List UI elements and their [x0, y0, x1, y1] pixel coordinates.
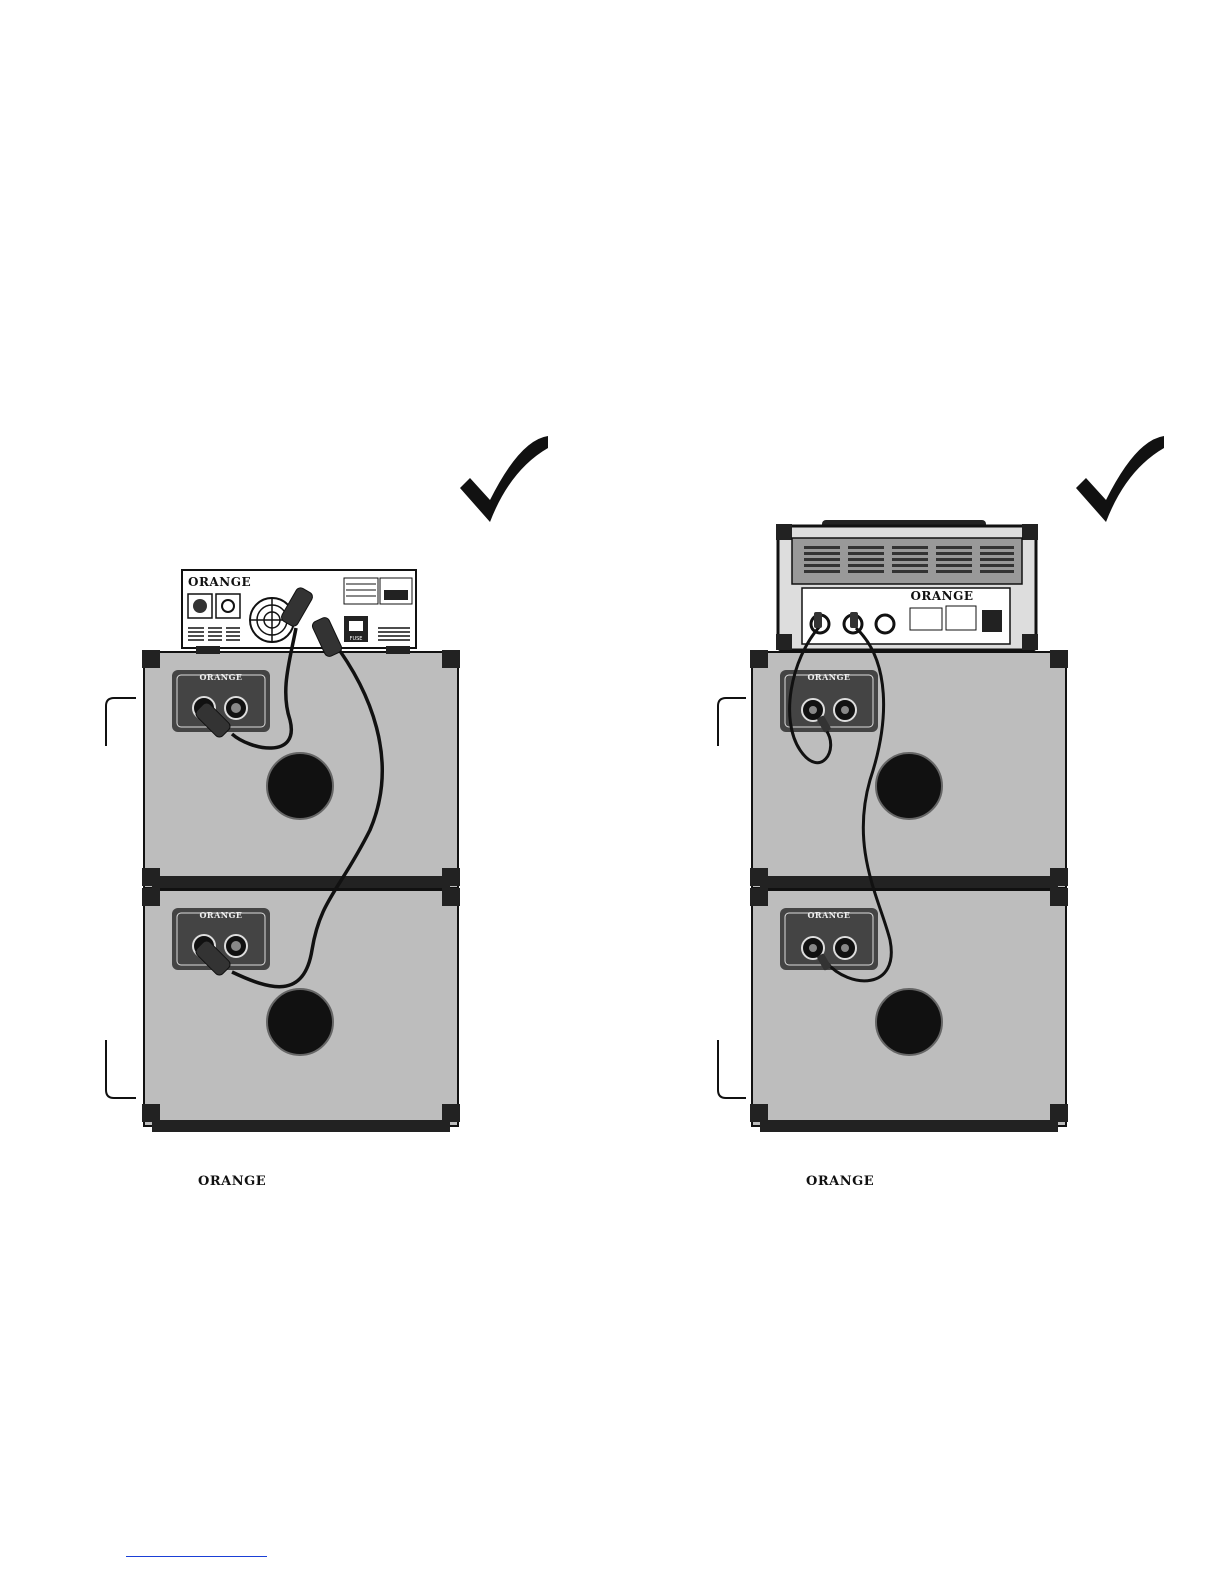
cabinet-top: ORANGE	[750, 650, 1068, 888]
cab-top-logo: ORANGE	[199, 672, 242, 682]
checkmark-icon	[1076, 436, 1164, 522]
cabinet-top: ORANGE	[142, 650, 460, 888]
speaker-port	[267, 753, 333, 819]
bracket-bottom	[106, 1040, 136, 1098]
caption-logo-right: ORANGE	[806, 1174, 874, 1189]
fuse-label: FUSE	[350, 636, 363, 642]
setup-right: ORANGE ORANGE	[718, 436, 1164, 1132]
head-logo: ORANGE	[188, 575, 251, 589]
footer-link-rule	[126, 1556, 267, 1557]
bracket-top	[718, 698, 746, 746]
cabinet-bottom: ORANGE	[750, 888, 1068, 1132]
bracket-top	[106, 698, 136, 746]
cabinet-bottom: ORANGE	[142, 888, 460, 1132]
speaker-port	[876, 989, 942, 1055]
speaker-port	[267, 989, 333, 1055]
speaker-port	[876, 753, 942, 819]
setup-left: ORANGE ORANGE OR	[106, 436, 548, 1132]
bracket-bottom	[718, 1040, 746, 1098]
caption-logo-left: ORANGE	[198, 1174, 266, 1189]
cab-bottom-logo: ORANGE	[807, 910, 850, 920]
head-logo: ORANGE	[910, 589, 973, 603]
checkmark-icon	[460, 436, 548, 522]
cab-bottom-logo: ORANGE	[199, 910, 242, 920]
cab-top-logo: ORANGE	[807, 672, 850, 682]
